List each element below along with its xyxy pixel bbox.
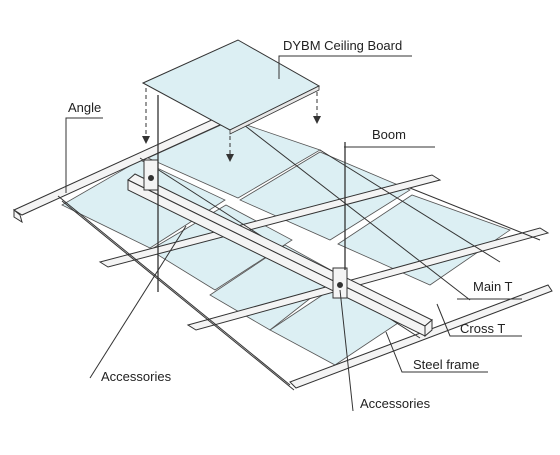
drop-arrows bbox=[142, 88, 321, 162]
cross-tee bbox=[409, 187, 541, 241]
leader-angle bbox=[65, 117, 103, 193]
main-tee bbox=[289, 284, 553, 389]
ceiling-board bbox=[141, 39, 321, 131]
cross-tee bbox=[57, 195, 291, 386]
main-tees bbox=[12, 97, 553, 389]
main-tee bbox=[13, 208, 23, 224]
main-tee bbox=[186, 227, 550, 331]
bracket-bolt bbox=[337, 282, 343, 288]
label-cross-t: Cross T bbox=[460, 321, 506, 336]
cross-tee bbox=[234, 117, 471, 301]
label-ceiling-board: DYBM Ceiling Board bbox=[283, 38, 403, 53]
label-angle: Angle bbox=[68, 100, 102, 115]
leader-accessories-left bbox=[89, 225, 187, 379]
cross-tee bbox=[61, 200, 295, 391]
leader-ceiling-board bbox=[278, 55, 412, 79]
panel bbox=[61, 159, 226, 249]
main-tee bbox=[98, 174, 442, 268]
bracket-bolt bbox=[148, 175, 154, 181]
leader-lines bbox=[65, 55, 522, 412]
steel-frame bbox=[127, 173, 433, 338]
ceiling-board-edge bbox=[229, 85, 320, 135]
label-main-t: Main T bbox=[473, 279, 513, 294]
steel-frame-end bbox=[424, 318, 433, 338]
cross-tee bbox=[319, 149, 501, 263]
leader-steel-frame bbox=[385, 331, 488, 373]
label-accessories-right: Accessories bbox=[360, 396, 431, 411]
booms bbox=[157, 95, 346, 292]
leader-accessories-right bbox=[339, 289, 354, 412]
label-steel-frame: Steel frame bbox=[413, 357, 480, 372]
label-boom: Boom bbox=[372, 127, 406, 142]
leader-cross-t bbox=[436, 303, 522, 337]
label-accessories-left: Accessories bbox=[101, 369, 172, 384]
